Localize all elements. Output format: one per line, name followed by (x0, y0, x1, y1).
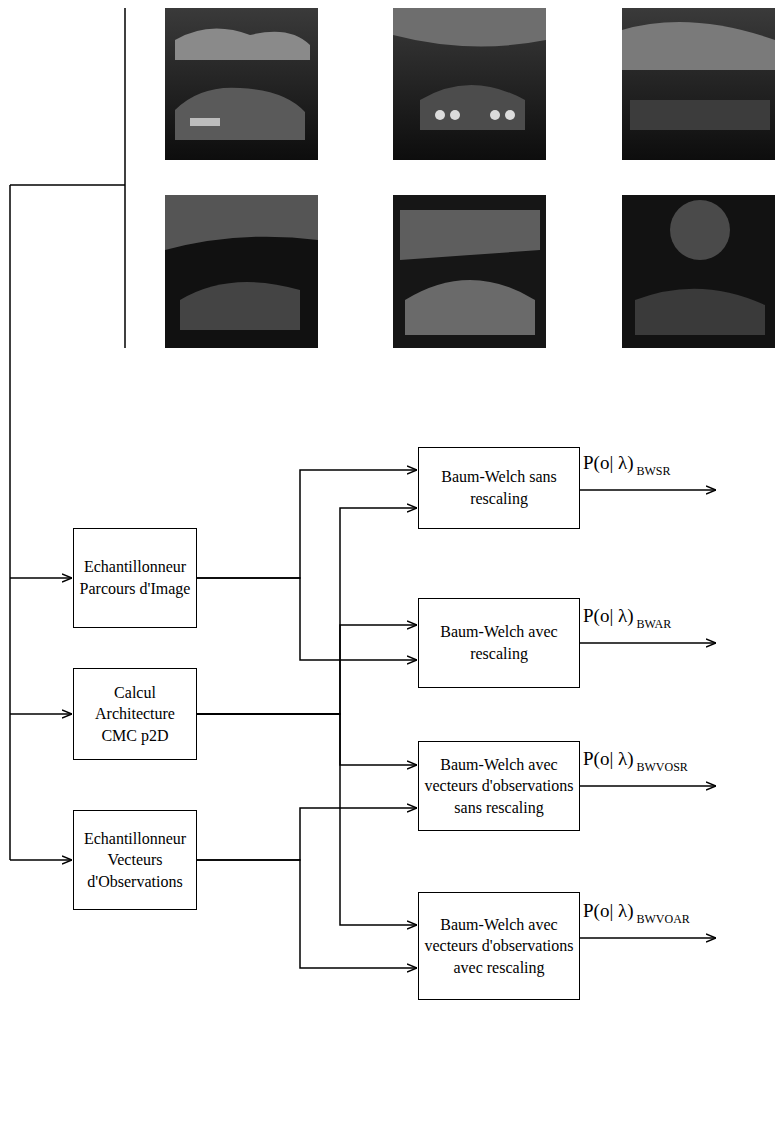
output-label: P(o| λ)BWVOAR (583, 900, 690, 922)
subscript-label: BWVOSR (637, 760, 688, 774)
probability-label: P(o| λ) (583, 900, 634, 921)
box-text: Echantillonneur Parcours d'Image (79, 556, 191, 599)
process-box: Calcul Architecture CMC p2D (73, 668, 197, 760)
connector-arrow (197, 625, 417, 714)
output-arrow (580, 490, 716, 938)
subscript-label: BWVOAR (637, 912, 690, 926)
connector-arrow (197, 714, 417, 765)
box-text: Baum-Welch avec vecteurs d'observations … (424, 914, 574, 979)
connector-arrow (197, 714, 417, 925)
subscript-label: BWSR (637, 464, 671, 478)
connector-arrow (197, 508, 417, 714)
connector-arrow (197, 470, 417, 578)
box-text: Baum-Welch avec rescaling (424, 621, 574, 664)
process-box: Baum-Welch sans rescaling (418, 447, 580, 529)
subscript-label: BWAR (637, 617, 672, 631)
box-text: Echantillonneur Vecteurs d'Observations (79, 828, 191, 893)
connector-arrow (197, 860, 417, 968)
photo (165, 195, 318, 348)
probability-label: P(o| λ) (583, 452, 634, 473)
process-box: Echantillonneur Parcours d'Image (73, 528, 197, 628)
process-box: Baum-Welch avec vecteurs d'observations … (418, 741, 580, 831)
photo (393, 195, 546, 348)
output-label: P(o| λ)BWSR (583, 452, 671, 474)
box-text: Calcul Architecture CMC p2D (79, 682, 191, 747)
output-label: P(o| λ)BWAR (583, 605, 671, 627)
process-box: Baum-Welch avec vecteurs d'observations … (418, 892, 580, 1000)
photo (165, 8, 318, 160)
box-text: Baum-Welch sans rescaling (424, 466, 574, 509)
photo (622, 195, 775, 348)
output-label: P(o| λ)BWVOSR (583, 748, 688, 770)
connector-arrow (197, 578, 417, 660)
process-box: Echantillonneur Vecteurs d'Observations (73, 810, 197, 910)
process-box: Baum-Welch avec rescaling (418, 598, 580, 688)
probability-label: P(o| λ) (583, 748, 634, 769)
connector-arrow (197, 808, 417, 860)
probability-label: P(o| λ) (583, 605, 634, 626)
photo (622, 8, 775, 160)
photo (393, 8, 546, 160)
box-text: Baum-Welch avec vecteurs d'observations … (424, 754, 574, 819)
